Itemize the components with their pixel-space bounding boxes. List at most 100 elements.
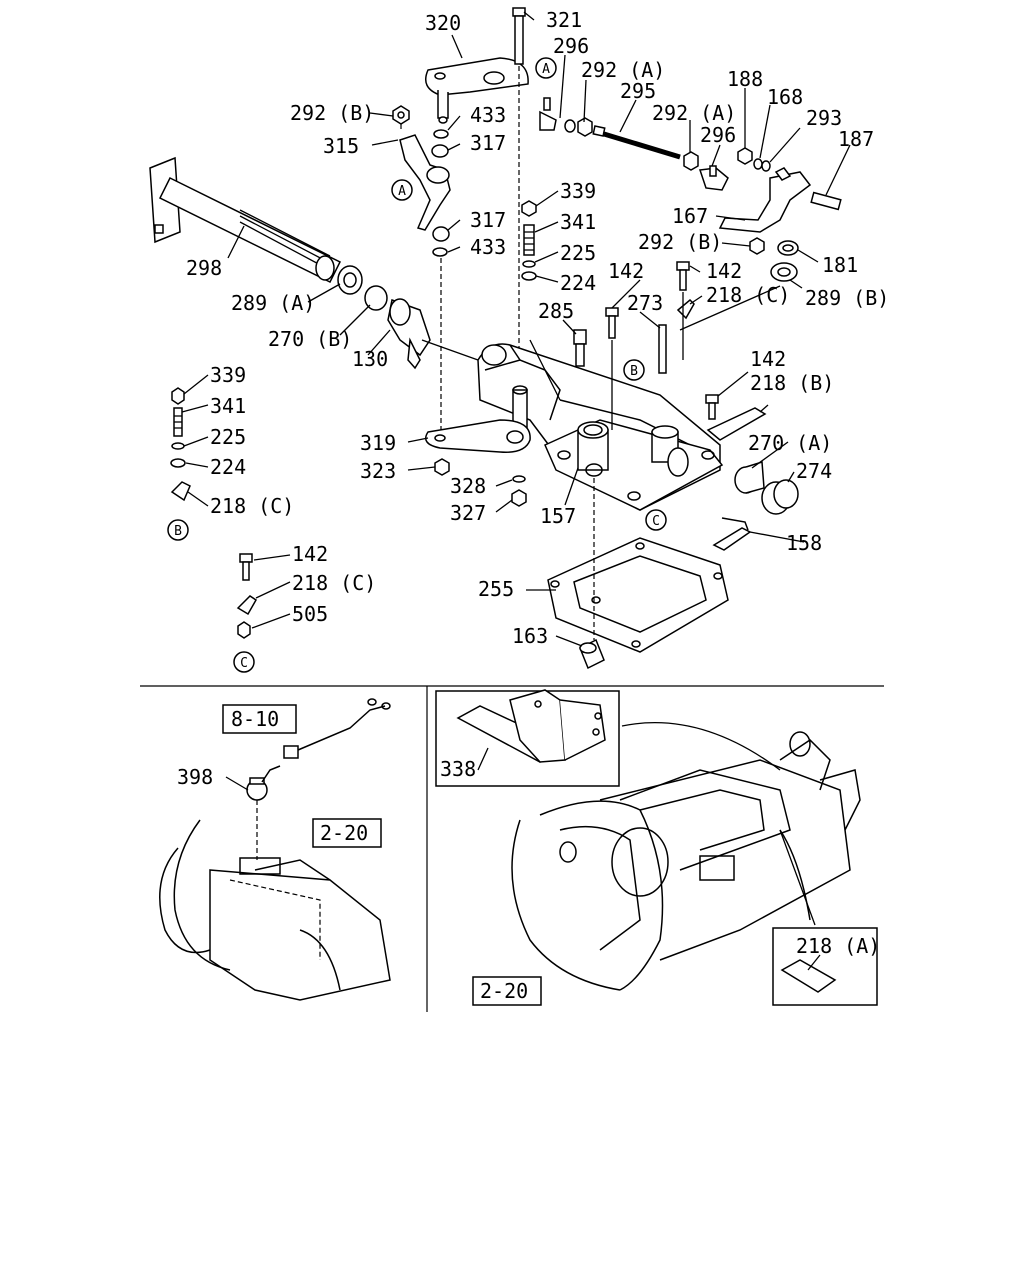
label-142-b: 142 bbox=[706, 259, 742, 283]
part-317-bushing bbox=[431, 144, 449, 158]
label-327: 327 bbox=[450, 501, 486, 525]
part-433-lower bbox=[432, 247, 448, 257]
label-319: 319 bbox=[360, 431, 396, 455]
part-320-upper-bracket bbox=[425, 57, 529, 124]
part-188-nut bbox=[737, 147, 753, 165]
label-298: 298 bbox=[186, 256, 222, 280]
label-433-a: 433 bbox=[470, 103, 506, 127]
box-ref-2-20-left bbox=[312, 818, 382, 848]
ref-2-20-left: 2-20 bbox=[320, 821, 368, 845]
label-168: 168 bbox=[767, 85, 803, 109]
part-293-washer bbox=[761, 160, 771, 172]
part-327-nut bbox=[511, 489, 527, 507]
box-338 bbox=[435, 690, 620, 787]
label-296-b: 296 bbox=[700, 123, 736, 147]
label-317-a: 317 bbox=[470, 131, 506, 155]
label-224-a: 224 bbox=[560, 271, 596, 295]
label-341-b: 341 bbox=[210, 394, 246, 418]
part-433-washer bbox=[433, 129, 449, 139]
part-323-nut bbox=[434, 458, 450, 476]
part-292b-mid-nut bbox=[749, 237, 765, 255]
part-167-bracket bbox=[718, 167, 812, 233]
label-218c-b: 218 (C) bbox=[210, 494, 294, 518]
part-218b-clip bbox=[706, 407, 767, 441]
label-142-d: 142 bbox=[292, 542, 328, 566]
label-218b: 218 (B) bbox=[750, 371, 834, 395]
inset-left-transmission bbox=[159, 698, 391, 1001]
part-142-bolt-b bbox=[605, 307, 619, 339]
label-323: 323 bbox=[360, 459, 396, 483]
label-130: 130 bbox=[352, 347, 388, 371]
label-181: 181 bbox=[822, 253, 858, 277]
label-505: 505 bbox=[292, 602, 328, 626]
part-168-washer bbox=[753, 158, 763, 170]
label-292b-top: 292 (B) bbox=[290, 101, 374, 125]
label-224-b: 224 bbox=[210, 455, 246, 479]
part-319-lower-bracket bbox=[425, 419, 531, 453]
part-289a-bearing bbox=[337, 265, 363, 295]
label-317-b: 317 bbox=[470, 208, 506, 232]
callout-labels: 320 321 296 292 (A) 295 292 (A) 296 188 … bbox=[177, 8, 889, 1003]
part-218a-clip bbox=[780, 959, 837, 993]
label-255: 255 bbox=[478, 577, 514, 601]
marker-c-right: C bbox=[652, 514, 660, 529]
label-338: 338 bbox=[440, 757, 476, 781]
part-270a-bushing bbox=[734, 461, 765, 494]
main-housing bbox=[477, 343, 724, 511]
part-142-bolt-c bbox=[705, 394, 719, 420]
part-317-lower bbox=[432, 226, 450, 242]
part-270b-bushing bbox=[364, 285, 388, 311]
label-321: 321 bbox=[546, 8, 582, 32]
label-274: 274 bbox=[796, 459, 832, 483]
label-293: 293 bbox=[806, 106, 842, 130]
part-255-gasket bbox=[547, 537, 729, 653]
part-273-pin bbox=[658, 324, 667, 374]
part-295-rod bbox=[539, 97, 729, 191]
part-315-lever bbox=[399, 134, 451, 231]
label-218a: 218 (A) bbox=[796, 934, 880, 958]
inset-right-transmission bbox=[511, 731, 861, 991]
left-stack-339 bbox=[170, 387, 191, 502]
box-218a bbox=[772, 927, 878, 1006]
box-ref-8-10 bbox=[222, 704, 297, 734]
label-289b: 289 (B) bbox=[805, 286, 889, 310]
label-295: 295 bbox=[620, 79, 656, 103]
label-225-b: 225 bbox=[210, 425, 246, 449]
label-188: 188 bbox=[727, 67, 763, 91]
label-285: 285 bbox=[538, 299, 574, 323]
left-stack-142 bbox=[236, 553, 257, 639]
part-181-clip bbox=[777, 240, 799, 256]
label-187: 187 bbox=[838, 127, 874, 151]
part-163-dowel bbox=[579, 638, 605, 670]
part-292b-nut bbox=[392, 105, 410, 125]
label-296-a: 296 bbox=[553, 34, 589, 58]
ref-8-10: 8-10 bbox=[231, 707, 279, 731]
ref-2-20-right: 2-20 bbox=[480, 979, 528, 1003]
label-315: 315 bbox=[323, 134, 359, 158]
label-433-b: 433 bbox=[470, 235, 506, 259]
part-328-washer bbox=[512, 475, 526, 483]
marker-c-left: C bbox=[240, 656, 248, 671]
part-187-pin bbox=[810, 191, 842, 211]
part-130-yoke bbox=[387, 298, 431, 370]
label-339-b: 339 bbox=[210, 363, 246, 387]
part-289b-bearing bbox=[770, 262, 798, 282]
label-142-c: 142 bbox=[750, 347, 786, 371]
box-ref-2-20-right bbox=[472, 976, 542, 1006]
label-163: 163 bbox=[512, 624, 548, 648]
label-273: 273 bbox=[627, 291, 663, 315]
label-339-a: 339 bbox=[560, 179, 596, 203]
marker-b-left: B bbox=[174, 524, 182, 539]
label-270a: 270 (A) bbox=[748, 431, 832, 455]
label-292b-mid: 292 (B) bbox=[638, 230, 722, 254]
part-321-bolt bbox=[512, 7, 526, 65]
part-298-shaft bbox=[149, 156, 342, 284]
part-339-341-stack bbox=[521, 200, 537, 281]
label-270b: 270 (B) bbox=[268, 327, 352, 351]
part-338-bracket bbox=[456, 689, 606, 763]
marker-a-top: A bbox=[542, 62, 550, 77]
label-158: 158 bbox=[786, 531, 822, 555]
label-167: 167 bbox=[672, 204, 708, 228]
part-285-plug bbox=[573, 329, 587, 367]
